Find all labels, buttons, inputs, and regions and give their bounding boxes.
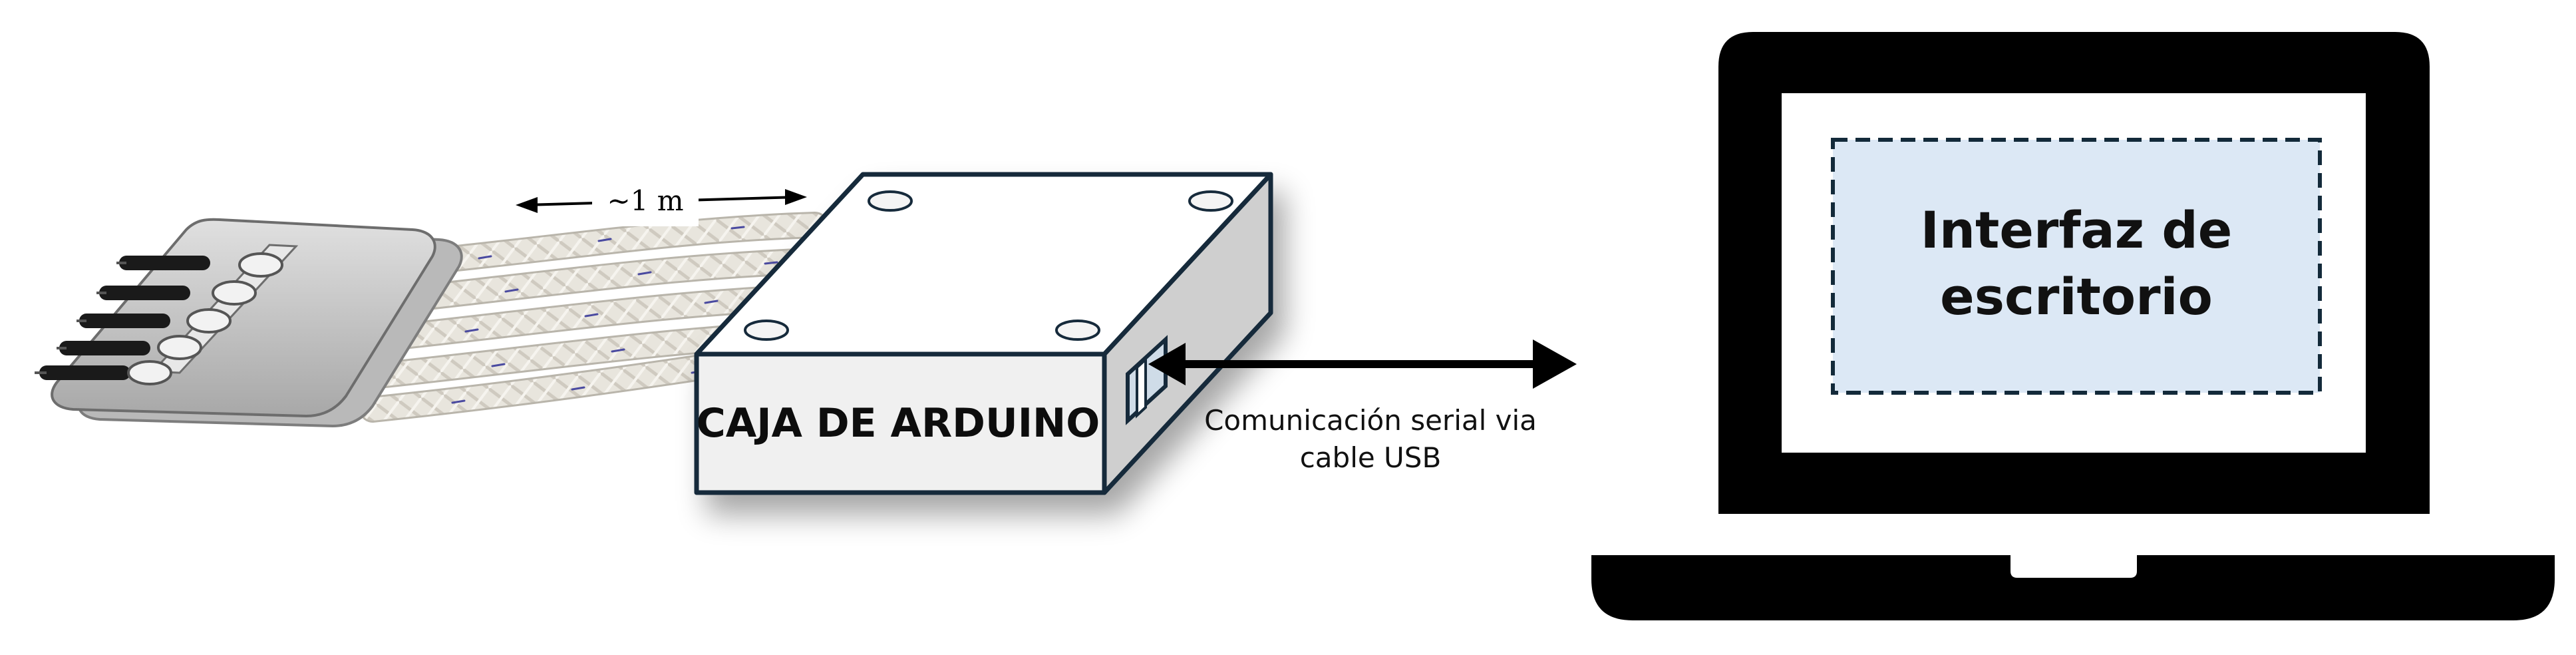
screw-icon <box>1055 320 1100 341</box>
electrode-pin <box>77 308 232 333</box>
laptop-base <box>1591 555 2555 620</box>
arduino-box-label: CAJA DE ARDUINO <box>697 400 1100 447</box>
arduino-box: CAJA DE ARDUINO <box>694 172 1273 495</box>
interface-label-line2: escritorio <box>1940 267 2213 326</box>
length-arrow-head-left <box>516 197 538 213</box>
electrode-pin <box>57 335 202 360</box>
desktop-interface-panel: Interfaz de escritorio <box>1831 138 2322 395</box>
electrode-pin <box>96 280 257 306</box>
screw-icon <box>744 320 789 341</box>
electrode-pin <box>35 360 172 385</box>
screw-icon <box>1188 190 1233 212</box>
serial-label-line2: cable USB <box>1300 441 1442 474</box>
serial-label-line1: Comunicación serial via <box>1204 404 1537 437</box>
serial-link-arrow <box>1148 339 1577 389</box>
screw-icon <box>868 190 913 212</box>
arrow-head-right <box>1533 339 1577 389</box>
electrode-probe <box>35 218 463 428</box>
electrode-pin <box>116 252 283 278</box>
usb-port-inner <box>1136 356 1147 419</box>
cable-length-label: ~1 m <box>607 184 683 217</box>
length-arrow-head-right <box>785 189 807 205</box>
cable-length-annotation: ~1 m <box>516 180 807 226</box>
interface-label-line1: Interfaz de <box>1921 200 2233 260</box>
interface-panel-box <box>1831 138 2322 395</box>
arduino-box-front <box>694 351 1107 495</box>
arrow-head-left <box>1148 343 1186 385</box>
laptop-notch <box>2011 555 2137 578</box>
probe-pins <box>35 252 283 385</box>
